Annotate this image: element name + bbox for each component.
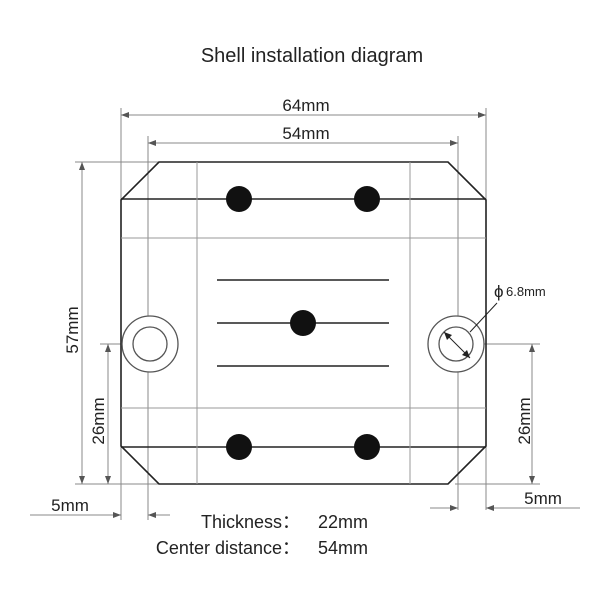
terminal-center — [290, 310, 316, 336]
diameter-leader — [469, 302, 498, 333]
arrow-64-left — [121, 112, 129, 118]
diagram-title: Shell installation diagram — [201, 45, 423, 67]
terminal-bottom-left — [226, 434, 252, 460]
dim-label-5mm-left: 5mm — [51, 496, 89, 515]
dim-label-54mm: 54mm — [282, 124, 329, 143]
arrow-5r-b — [486, 505, 494, 511]
dim-label-57mm: 57mm — [63, 306, 82, 353]
arrow-26l-top — [105, 344, 111, 352]
dim-label-26mm-left: 26mm — [89, 397, 108, 444]
shell-outline — [120, 161, 487, 485]
arrow-5l-b — [148, 512, 156, 518]
arrow-64-right — [478, 112, 486, 118]
dim-label-26mm-right: 26mm — [515, 397, 534, 444]
diameter-symbol: ϕ — [494, 282, 504, 301]
thickness-value: 22mm — [318, 512, 368, 532]
arrow-57-bottom — [79, 476, 85, 484]
center-distance-label: Center distance： — [156, 538, 300, 558]
dim-label-6-8mm: 6.8mm — [506, 284, 546, 299]
terminal-top-left — [226, 186, 252, 212]
arrow-54-right — [450, 140, 458, 146]
dim-label-64mm: 64mm — [282, 96, 329, 115]
mount-hole-left-inner — [132, 326, 168, 362]
arrow-57-top — [79, 162, 85, 170]
arrow-5r-a — [450, 505, 458, 511]
arrow-5l-a — [113, 512, 121, 518]
center-distance-value: 54mm — [318, 538, 368, 558]
diameter-arrow-b — [462, 350, 470, 358]
dim-label-5mm-right: 5mm — [524, 489, 562, 508]
arrow-26l-bottom — [105, 476, 111, 484]
terminal-top-right — [354, 186, 380, 212]
diameter-arrow-a — [444, 332, 452, 340]
thickness-label: Thickness： — [201, 512, 300, 532]
arrow-54-left — [148, 140, 156, 146]
terminal-bottom-right — [354, 434, 380, 460]
arrow-26r-bottom — [529, 476, 535, 484]
arrow-26r-top — [529, 344, 535, 352]
